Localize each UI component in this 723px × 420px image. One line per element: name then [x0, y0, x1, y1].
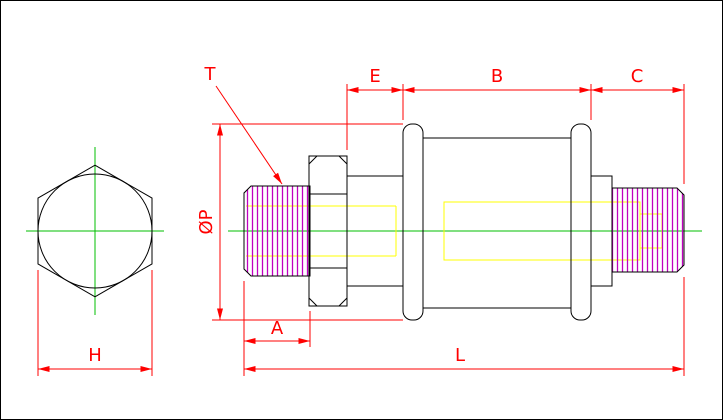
dim-l-label: L — [455, 345, 465, 366]
end-view — [26, 147, 164, 315]
hex-chamfer — [338, 155, 348, 165]
hex-chamfer — [308, 155, 318, 165]
dim-b-label: B — [491, 66, 503, 87]
hex-chamfer — [308, 297, 318, 307]
side-view — [228, 123, 702, 321]
thread-callout-label: T — [204, 64, 217, 85]
dim-diameter-label: ØP — [196, 209, 217, 234]
dim-a-label: A — [271, 318, 284, 339]
hex-outline — [37, 164, 153, 298]
thread-leader-line — [215, 85, 283, 185]
dimensions: T E B C ØP A H L — [37, 64, 685, 376]
inscribed-circle — [37, 173, 153, 289]
left-thread-stub — [243, 185, 311, 277]
left-flange — [402, 123, 424, 321]
body — [422, 137, 572, 309]
dim-h-label: H — [88, 345, 102, 366]
right-thread-stub — [611, 187, 685, 273]
hex-chamfer — [338, 297, 348, 307]
dim-e-label: E — [369, 66, 380, 87]
right-flange — [570, 123, 592, 321]
dim-c-label: C — [631, 66, 644, 87]
